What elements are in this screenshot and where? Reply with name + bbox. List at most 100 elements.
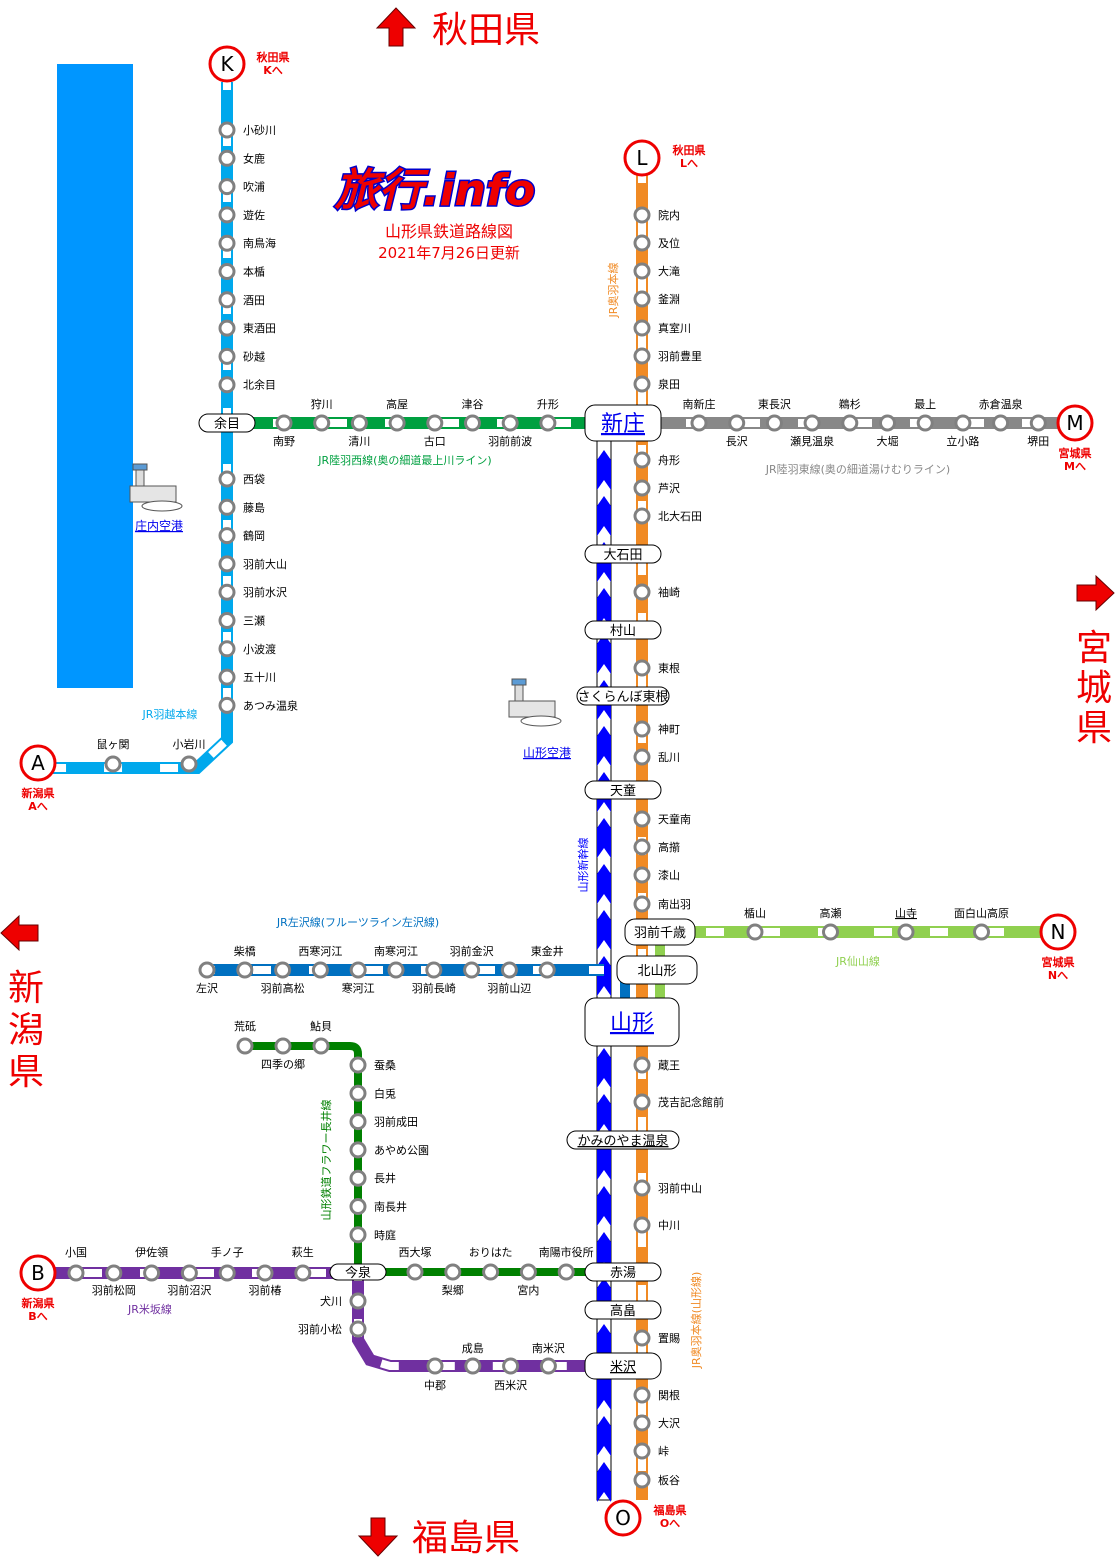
station-marker[interactable] <box>256 1264 274 1282</box>
station-marker[interactable] <box>294 1264 312 1282</box>
station-marker[interactable] <box>275 414 293 432</box>
station-marker[interactable] <box>349 1141 367 1159</box>
hub-uzen-chitose[interactable]: 羽前千歳 <box>624 918 696 946</box>
station-marker[interactable] <box>633 895 651 913</box>
station-marker[interactable] <box>500 961 518 979</box>
station-marker[interactable] <box>180 755 198 773</box>
station-marker[interactable] <box>349 1084 367 1102</box>
station-marker[interactable] <box>633 206 651 224</box>
hub-murayama[interactable]: 村山 <box>584 620 662 640</box>
station-marker[interactable] <box>218 583 236 601</box>
station-marker[interactable] <box>633 1179 651 1197</box>
station-marker[interactable] <box>312 1037 330 1055</box>
station-marker[interactable] <box>218 527 236 545</box>
station-marker[interactable] <box>633 375 651 393</box>
hub-imaizumi[interactable]: 今泉 <box>329 1263 387 1281</box>
station-marker[interactable] <box>916 414 934 432</box>
station-marker[interactable] <box>841 414 859 432</box>
station-marker[interactable] <box>218 206 236 224</box>
station-marker[interactable] <box>198 961 216 979</box>
station-marker[interactable] <box>349 1292 367 1310</box>
station-marker[interactable] <box>349 1320 367 1338</box>
hub-takahata[interactable]: 高畠 <box>584 1300 662 1320</box>
station-marker[interactable] <box>104 755 122 773</box>
station-marker[interactable] <box>633 451 651 469</box>
station-marker[interactable] <box>218 347 236 365</box>
station-marker[interactable] <box>633 1216 651 1234</box>
station-marker[interactable] <box>519 1263 537 1281</box>
station-marker[interactable] <box>539 1357 557 1375</box>
station-marker[interactable] <box>274 961 292 979</box>
hub-amarume[interactable]: 余目 <box>198 413 256 433</box>
station-marker[interactable] <box>387 961 405 979</box>
hub-label[interactable]: 米沢 <box>610 1360 636 1375</box>
station-marker[interactable] <box>502 1357 520 1375</box>
hub-sakuranbo-higashine[interactable]: さくらんぼ東根 <box>576 686 670 706</box>
station-marker[interactable] <box>765 414 783 432</box>
station-marker[interactable] <box>313 414 331 432</box>
station-marker[interactable] <box>633 810 651 828</box>
station-marker[interactable] <box>633 1329 651 1347</box>
station-marker[interactable] <box>274 1037 292 1055</box>
station-marker[interactable] <box>633 866 651 884</box>
site-logo[interactable]: 旅行.info <box>332 164 537 218</box>
hub-akayu[interactable]: 赤湯 <box>584 1262 662 1282</box>
airport-shonai[interactable]: 庄内空港 <box>129 463 183 533</box>
station-marker[interactable] <box>633 1471 651 1489</box>
station-marker[interactable] <box>218 668 236 686</box>
station-marker[interactable] <box>633 479 651 497</box>
station-marker[interactable] <box>218 696 236 714</box>
station-marker[interactable] <box>897 923 915 941</box>
station-marker[interactable] <box>388 414 406 432</box>
station-marker[interactable] <box>633 1093 651 1111</box>
station-marker[interactable] <box>218 555 236 573</box>
station-marker[interactable] <box>426 1357 444 1375</box>
station-marker[interactable] <box>349 1226 367 1244</box>
station-marker[interactable] <box>180 1264 198 1282</box>
station-marker[interactable] <box>444 1263 462 1281</box>
station-marker[interactable] <box>633 838 651 856</box>
station-marker[interactable] <box>236 1037 254 1055</box>
station-marker[interactable] <box>349 1169 367 1187</box>
station-marker[interactable] <box>633 262 651 280</box>
hub-label[interactable]: 新庄 <box>601 412 645 437</box>
station-link-yamadera[interactable]: 山寺 <box>895 907 917 920</box>
station-marker[interactable] <box>464 414 481 432</box>
station-marker[interactable] <box>633 1414 651 1432</box>
station-marker[interactable] <box>425 961 443 979</box>
station-marker[interactable] <box>236 961 254 979</box>
station-marker[interactable] <box>105 1264 123 1282</box>
station-marker[interactable] <box>218 121 236 139</box>
station-marker[interactable] <box>633 290 651 308</box>
station-marker[interactable] <box>67 1264 85 1282</box>
station-marker[interactable] <box>633 1056 651 1074</box>
station-marker[interactable] <box>633 720 651 738</box>
station-marker[interactable] <box>633 1386 651 1404</box>
hub-kaminoyama-onsen[interactable]: かみのやま温泉 <box>566 1130 680 1150</box>
station-marker[interactable] <box>633 659 651 677</box>
station-marker[interactable] <box>143 1264 161 1282</box>
station-marker[interactable] <box>426 414 444 432</box>
station-marker[interactable] <box>992 414 1010 432</box>
station-marker[interactable] <box>822 923 839 941</box>
station-marker[interactable] <box>633 347 651 365</box>
airport-link[interactable]: 庄内空港 <box>135 518 183 533</box>
airport-yamagata[interactable]: 山形空港 <box>508 678 571 760</box>
hub-label[interactable]: 山形 <box>610 1011 654 1036</box>
station-marker[interactable] <box>728 414 746 432</box>
hub-kita-yamagata[interactable]: 北山形 <box>616 955 698 985</box>
station-marker[interactable] <box>557 1263 575 1281</box>
station-marker[interactable] <box>746 923 764 941</box>
station-marker[interactable] <box>482 1263 500 1281</box>
hub-label[interactable]: かみのやま温泉 <box>577 1133 668 1149</box>
station-marker[interactable] <box>463 961 481 979</box>
station-marker[interactable] <box>218 640 236 658</box>
station-marker[interactable] <box>218 319 236 337</box>
station-marker[interactable] <box>538 961 556 979</box>
station-marker[interactable] <box>406 1263 424 1281</box>
